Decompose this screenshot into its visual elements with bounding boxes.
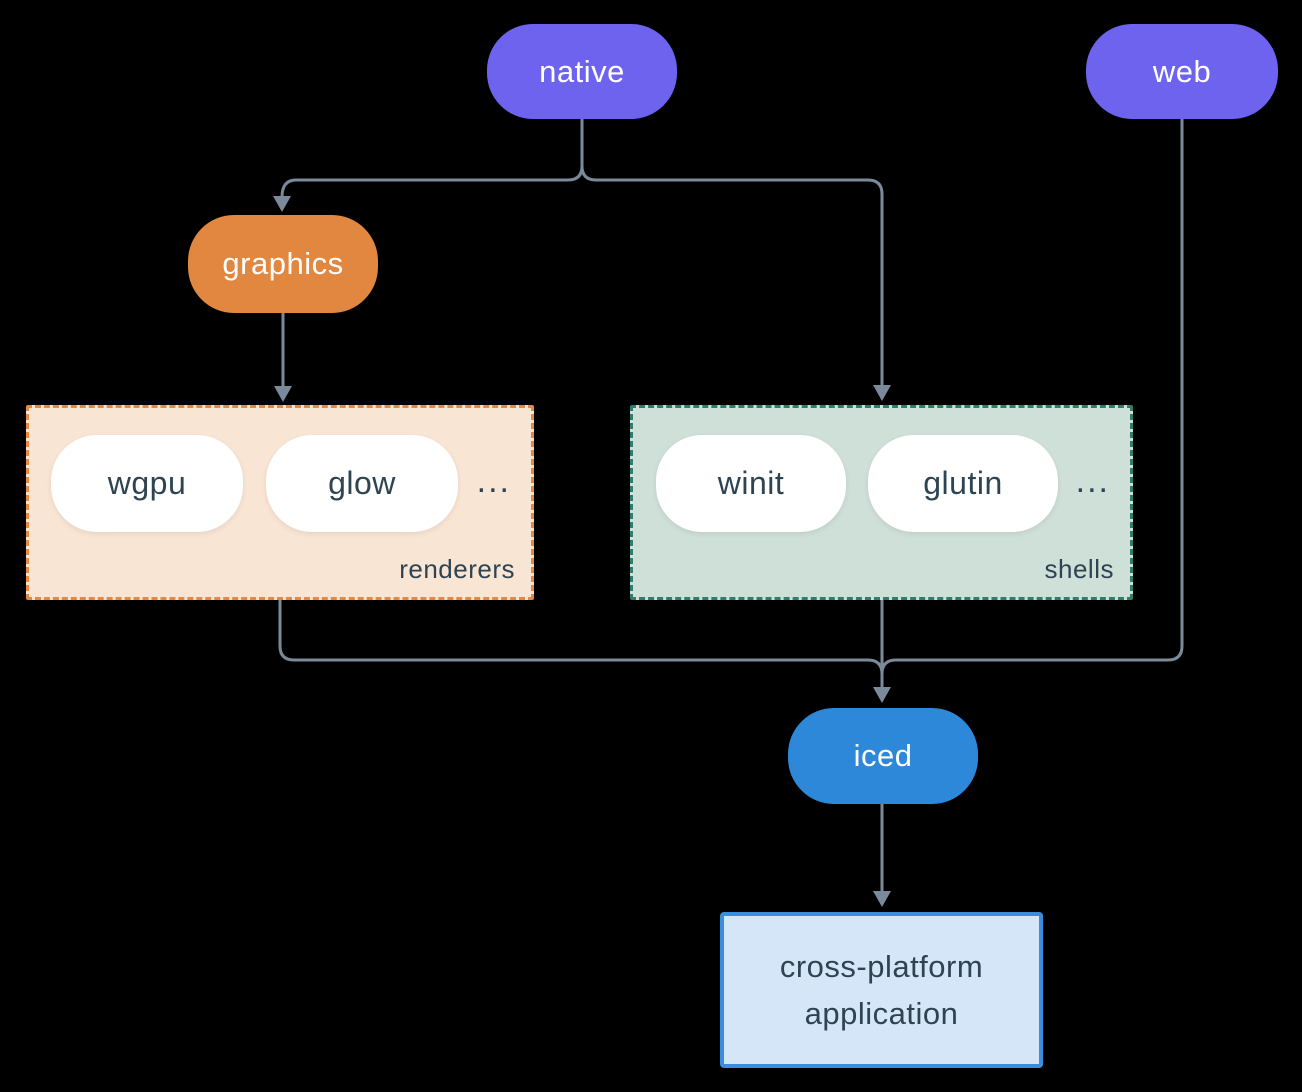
connector-web-to-merge — [880, 119, 1184, 675]
node-glutin-label: glutin — [923, 465, 1003, 501]
shells-group-label: shells — [1044, 554, 1114, 584]
node-native-label: native — [539, 53, 625, 89]
arrowhead-renderers — [274, 386, 292, 402]
node-graphics: graphics — [188, 215, 378, 313]
node-glutin: glutin — [868, 435, 1058, 532]
node-winit-label: winit — [717, 465, 785, 501]
arrowhead-graphics — [273, 196, 291, 212]
node-graphics-label: graphics — [222, 246, 344, 281]
node-web-label: web — [1152, 53, 1212, 89]
node-wgpu: wgpu — [51, 435, 243, 532]
node-application-label: cross-platform application — [779, 949, 984, 1031]
connector-renderers-to-merge — [278, 600, 884, 675]
node-wgpu-label: wgpu — [107, 465, 187, 501]
renderers-group-label: renderers — [399, 554, 515, 584]
arrowhead-iced — [873, 687, 891, 703]
node-native: native — [487, 24, 677, 119]
node-winit: winit — [656, 435, 846, 532]
node-glow-label: glow — [328, 465, 396, 501]
shells-ellipsis: ... — [1075, 462, 1110, 500]
arrowhead-shells — [873, 385, 891, 401]
group-shells: winit glutin ... shells — [630, 405, 1133, 600]
node-cross-platform-application: cross-platform application — [720, 912, 1043, 1068]
connector-native-to-shells — [580, 119, 884, 386]
arrowhead-application — [873, 891, 891, 907]
group-renderers: wgpu glow ... renderers — [26, 405, 534, 600]
node-web: web — [1086, 24, 1278, 119]
renderers-ellipsis: ... — [476, 462, 511, 500]
node-iced-label: iced — [853, 738, 913, 773]
node-iced: iced — [788, 708, 978, 804]
node-glow: glow — [266, 435, 458, 532]
connector-native-to-graphics — [280, 119, 584, 198]
